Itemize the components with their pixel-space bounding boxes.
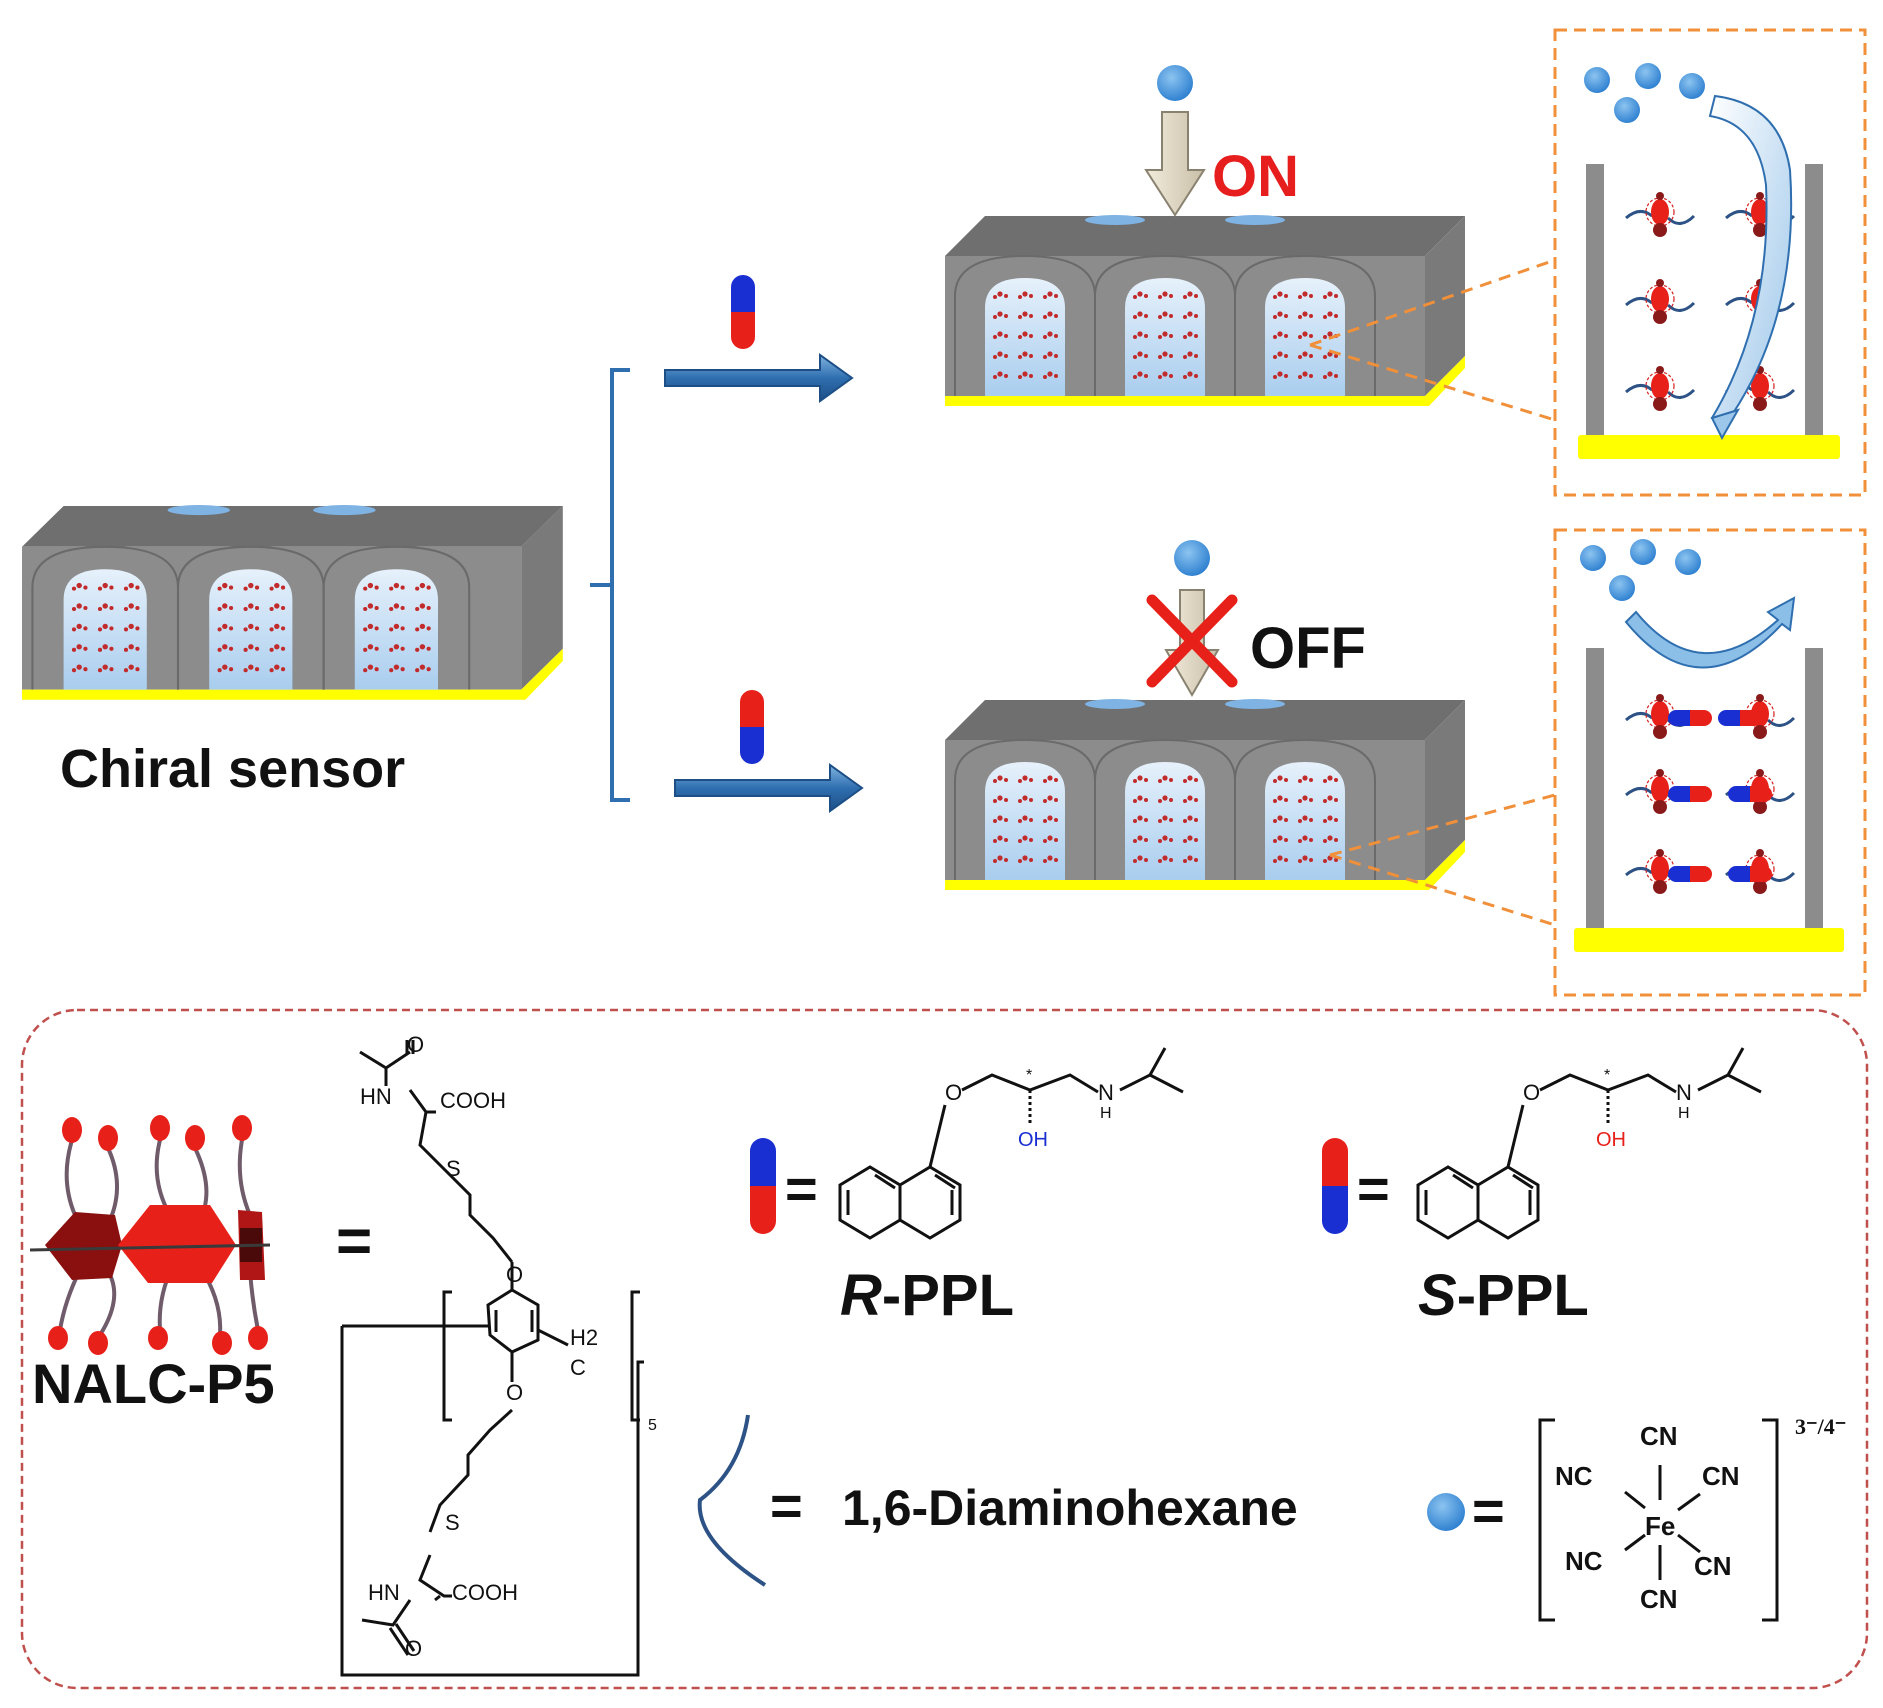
svg-text:CN: CN [1702, 1461, 1740, 1491]
equals-nalc: = [336, 1207, 372, 1276]
equals-ferricyanide: = [1472, 1479, 1505, 1542]
arrow-upper [664, 353, 854, 403]
svg-text:Fe: Fe [1645, 1511, 1675, 1541]
svg-text:*: * [1026, 1067, 1032, 1084]
svg-text:O: O [407, 1032, 424, 1057]
r-enantiomer-capsule-icon [731, 275, 755, 349]
chiral-sensor-block [22, 505, 563, 700]
legend-box [20, 1008, 1869, 1690]
ferricyanide-ion-icon [1174, 540, 1210, 576]
diaminohexane-chain-icon [697, 1414, 767, 1587]
branch-bracket [590, 368, 630, 802]
nalc-p5-labels: O HN COOH S O H2 C 5 O S HN COOH O [360, 1032, 657, 1661]
ferricyanide-ion-icon [1157, 65, 1193, 101]
svg-text:*: * [1604, 1067, 1610, 1084]
diaminohexane-label: 1,6-Diaminohexane [842, 1480, 1298, 1536]
svg-text:OH: OH [1596, 1129, 1626, 1151]
red-cross-icon [1146, 594, 1238, 688]
s-ppl-labels: O * OH N H [1523, 1067, 1692, 1151]
svg-text:O: O [506, 1380, 523, 1405]
svg-text:N: N [1676, 1080, 1692, 1105]
svg-text:N: N [1098, 1080, 1114, 1105]
callout-leader-top [1309, 258, 1556, 422]
svg-text:COOH: COOH [440, 1088, 506, 1113]
ferricyanide-structure [1538, 1418, 1779, 1622]
r-ppl-labels: O * OH N H [945, 1067, 1114, 1151]
svg-text:CN: CN [1640, 1421, 1678, 1451]
svg-text:NC: NC [1555, 1461, 1593, 1491]
sensor-block-off [945, 699, 1465, 890]
equals-diaminohexane: = [770, 1474, 803, 1537]
svg-text:H: H [1100, 1105, 1112, 1122]
on-label: ON [1212, 144, 1299, 209]
svg-text:CN: CN [1694, 1551, 1732, 1581]
svg-text:HN: HN [368, 1580, 400, 1605]
svg-text:3⁻/4⁻: 3⁻/4⁻ [1795, 1414, 1846, 1439]
svg-text:C: C [570, 1355, 586, 1380]
inset-off [1553, 528, 1867, 997]
down-arrow-on [1144, 111, 1206, 217]
r-ppl-label: R-PPL [840, 1263, 1014, 1328]
svg-text:COOH: COOH [452, 1580, 518, 1605]
svg-text:O: O [405, 1636, 422, 1661]
svg-text:5: 5 [648, 1417, 657, 1434]
equals-s-ppl: = [1357, 1157, 1390, 1220]
r-enantiomer-capsule-icon [750, 1138, 776, 1234]
svg-text:OH: OH [1018, 1129, 1048, 1151]
nalc-p5-label: NALC-P5 [32, 1352, 275, 1415]
chiral-sensor-label: Chiral sensor [60, 739, 406, 799]
equals-r-ppl: = [785, 1157, 818, 1220]
svg-text:S: S [445, 1510, 460, 1535]
svg-text:O: O [945, 1080, 962, 1105]
s-enantiomer-capsule-icon [1322, 1138, 1348, 1234]
svg-text:CN: CN [1640, 1584, 1678, 1614]
svg-text:NC: NC [1565, 1546, 1603, 1576]
nalc-p5-structure [340, 1040, 644, 1677]
s-ppl-structure [1416, 1047, 1762, 1240]
r-ppl-structure [838, 1047, 1184, 1240]
pillararene-icon [29, 1115, 271, 1355]
s-ppl-label: S-PPL [1418, 1263, 1589, 1328]
arrow-lower [674, 763, 864, 813]
sensor-block-on [945, 215, 1465, 406]
off-label: OFF [1250, 616, 1366, 681]
svg-text:S: S [446, 1156, 461, 1181]
blocked-arrow [1624, 596, 1796, 669]
ferricyanide-labels: CN NC CN Fe NC CN CN 3⁻/4⁻ [1555, 1414, 1846, 1614]
svg-text:O: O [1523, 1080, 1540, 1105]
s-enantiomer-capsule-icon [740, 690, 764, 764]
inset-on [1553, 28, 1867, 497]
svg-text:H: H [1678, 1105, 1690, 1122]
svg-text:O: O [506, 1262, 523, 1287]
svg-text:H2: H2 [570, 1325, 598, 1350]
svg-text:HN: HN [360, 1084, 392, 1109]
ferricyanide-ion-icon [1427, 1493, 1465, 1531]
